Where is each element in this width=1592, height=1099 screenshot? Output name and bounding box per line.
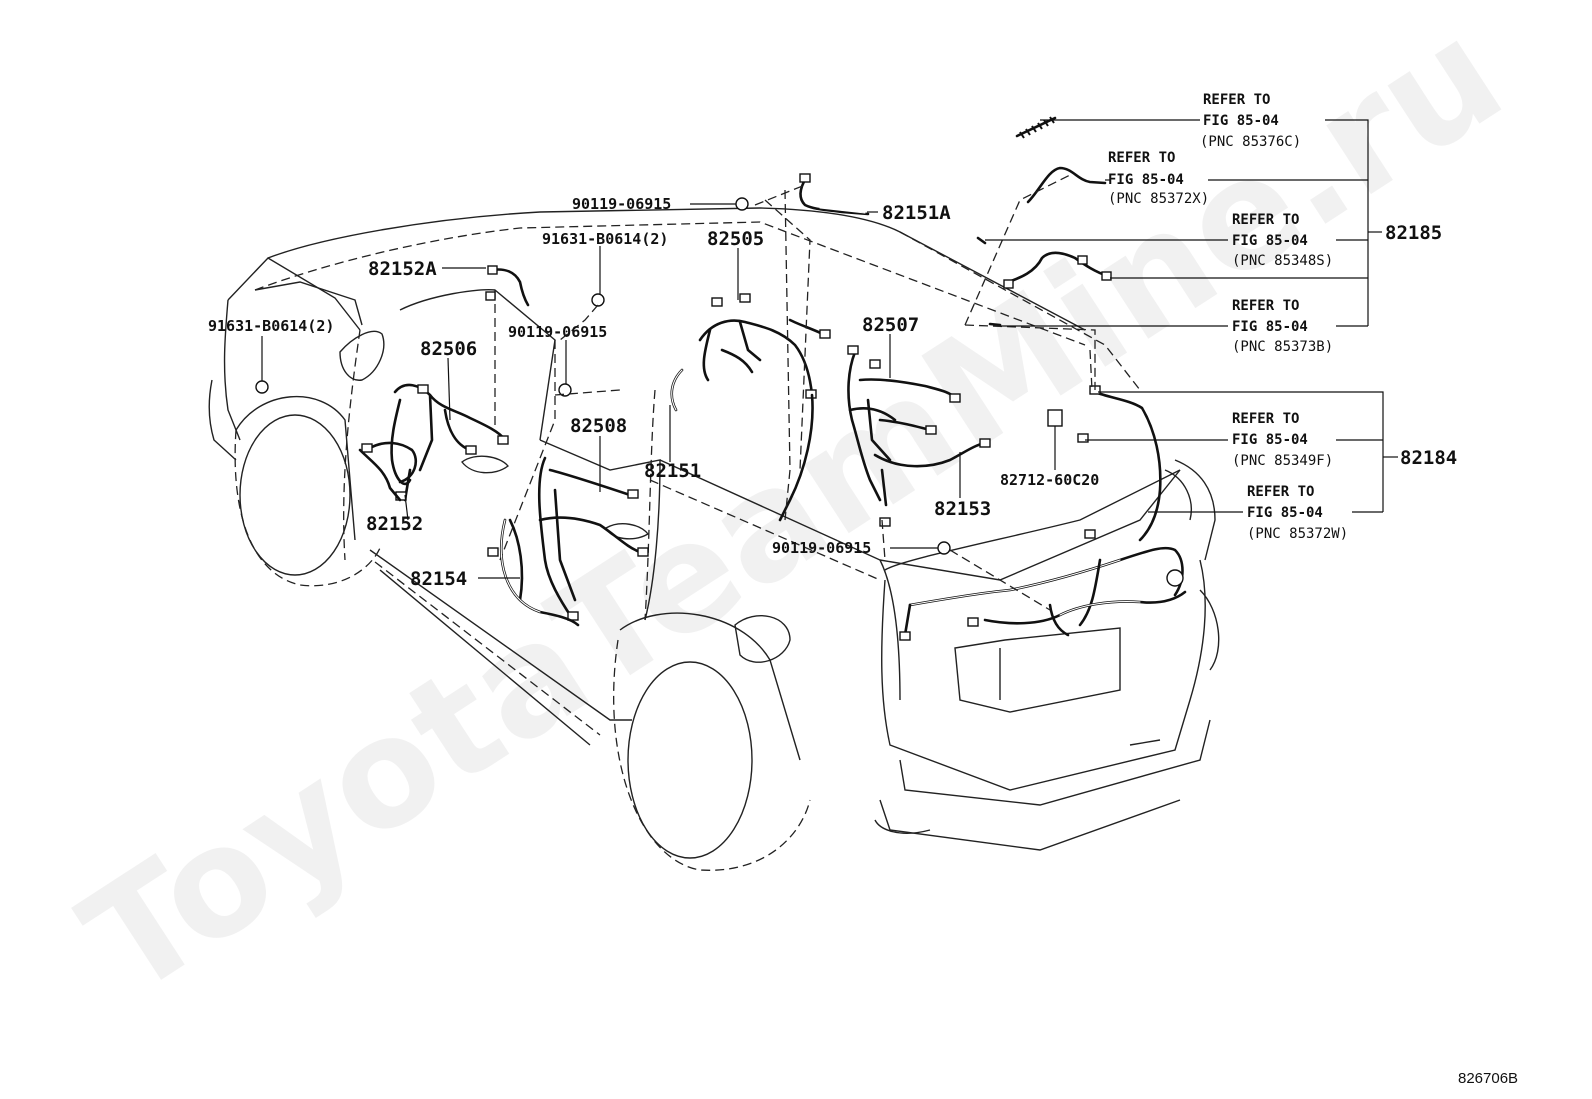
ref-85376c-pnc: (PNC 85376C) — [1200, 134, 1301, 150]
label-82151A: 82151A — [882, 202, 951, 224]
ref-85349f-refer: REFER TO — [1232, 411, 1299, 427]
reference-labels: REFER TO FIG 85-04 (PNC 85376C) REFER TO… — [1108, 92, 1348, 542]
ref-85348s-pnc: (PNC 85348S) — [1232, 253, 1333, 269]
figure-code: 826706B — [1458, 1070, 1518, 1087]
label-82151: 82151 — [644, 460, 701, 482]
connector-82712 — [1047, 409, 1063, 427]
harness-82507 — [847, 345, 961, 502]
ref-85372w-fig: FIG 85-04 — [1247, 505, 1323, 521]
label-82507: 82507 — [862, 314, 919, 336]
label-82506: 82506 — [420, 338, 477, 360]
ref-85348s-refer: REFER TO — [1232, 212, 1299, 228]
ref-85373b-pnc: (PNC 85373B) — [1232, 339, 1333, 355]
ref-85373b-fig: FIG 85-04 — [1232, 319, 1308, 335]
harness-82505 — [698, 293, 831, 399]
ref-85376c-refer: REFER TO — [1203, 92, 1270, 108]
harness-82152A — [485, 265, 530, 307]
leader-lines — [261, 119, 1398, 579]
ref-85349f-pnc: (PNC 85349F) — [1232, 453, 1333, 469]
label-82154: 82154 — [410, 568, 467, 590]
label-bolt-rear: 90119-06915 — [772, 539, 871, 557]
label-bolt-pillar: 90119-06915 — [508, 323, 607, 341]
label-82505: 82505 — [707, 228, 764, 250]
harness-82152 — [358, 448, 402, 502]
label-bolt-roof: 90119-06915 — [572, 195, 671, 213]
label-82153: 82153 — [934, 498, 991, 520]
harness-82153 — [873, 438, 991, 527]
fasteners — [255, 197, 951, 555]
harness-82154 — [500, 518, 580, 627]
label-82712-60c20: 82712-60C20 — [1000, 471, 1099, 489]
ref-85348s-fig: FIG 85-04 — [1232, 233, 1308, 249]
harness-82506 — [361, 383, 509, 502]
label-82508: 82508 — [570, 415, 627, 437]
ref-85349f-fig: FIG 85-04 — [1232, 432, 1308, 448]
harness-82508 — [487, 456, 649, 621]
harness-82185-parts — [976, 116, 1112, 327]
label-clip-roof: 91631-B0614(2) — [542, 230, 668, 248]
ref-85372x-fig: FIG 85-04 — [1108, 172, 1184, 188]
ref-85372x-refer: REFER TO — [1108, 150, 1175, 166]
label-82185: 82185 — [1385, 222, 1442, 244]
harness-82151 — [670, 368, 814, 522]
ref-85372w-refer: REFER TO — [1247, 484, 1314, 500]
label-82152A: 82152A — [368, 258, 437, 280]
label-82184: 82184 — [1400, 447, 1457, 469]
ref-85376c-fig: FIG 85-04 — [1203, 113, 1279, 129]
harness-82151A — [799, 173, 870, 216]
label-clip-front: 91631-B0614(2) — [208, 317, 334, 335]
part-labels: 82185 82184 82151A 82505 82152A 82506 82… — [208, 195, 1457, 590]
projection-lines — [554, 174, 1096, 611]
vehicle-outline — [208, 207, 1220, 871]
label-82152: 82152 — [366, 513, 423, 535]
ref-85372w-pnc: (PNC 85372W) — [1247, 526, 1348, 542]
harness-82184 — [899, 385, 1187, 641]
ref-85372x-pnc: (PNC 85372X) — [1108, 191, 1209, 207]
ref-85373b-refer: REFER TO — [1232, 298, 1299, 314]
